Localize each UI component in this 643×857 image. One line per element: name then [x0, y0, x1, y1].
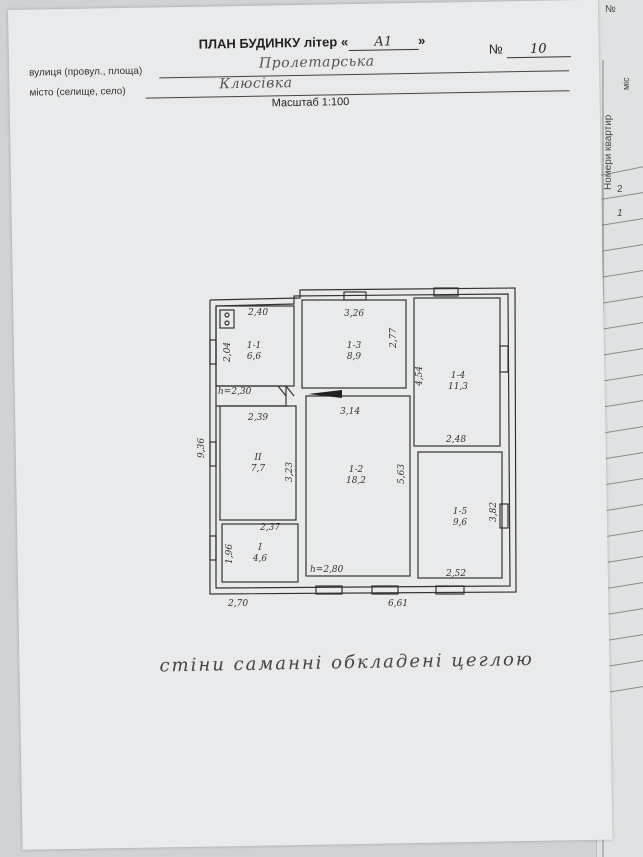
- room-i-area: 4,6: [252, 554, 268, 564]
- page-title: ПЛАН БУДИНКУ літер « А1 »: [198, 33, 425, 54]
- room-1-5-id: 1-5: [453, 507, 468, 517]
- number-field: № 10: [488, 40, 571, 59]
- dimension-label: 2,77: [389, 328, 399, 349]
- window: [209, 535, 217, 561]
- room-1-2-area: 18,2: [346, 476, 366, 486]
- dimension-label: 2,37: [259, 523, 280, 533]
- page-title-text: ПЛАН БУДИНКУ літер «: [198, 34, 349, 52]
- dimension-label: 2,40: [247, 308, 268, 318]
- outer-wall: [209, 287, 517, 595]
- room-ii-area: 7,7: [251, 464, 266, 474]
- liter-value: А1: [373, 34, 393, 50]
- adjacent-sheet-row-1: 2: [617, 184, 623, 195]
- room-1-1-id: 1-1: [247, 341, 262, 351]
- room-1-3-id: 1-3: [347, 341, 362, 351]
- dimension-label: 2,52: [445, 569, 466, 579]
- window: [433, 287, 459, 297]
- floor-plan: 2,40 3,26 2,77 2,04 4,54 h=2,30 3,14 2,3…: [197, 287, 517, 609]
- room-1-4-area: 11,3: [448, 382, 468, 392]
- stove-icon: [219, 309, 235, 329]
- room-1-4-id: 1-4: [451, 371, 466, 381]
- room-ii-id: II: [253, 453, 262, 463]
- city-line: [145, 90, 570, 99]
- window: [209, 339, 217, 365]
- stair-line: [277, 385, 287, 397]
- dimension-label: 3,26: [344, 309, 364, 319]
- dimension-label: 1,96: [225, 544, 235, 564]
- dimension-label: 2,70: [227, 599, 248, 609]
- number-label: №: [488, 41, 503, 57]
- room-1-2-outline: [305, 395, 411, 577]
- window: [315, 585, 343, 595]
- dimension-label: 5,63: [397, 464, 407, 484]
- dimension-label: 2,48: [445, 435, 466, 445]
- street-value: Пролетарська: [258, 53, 375, 72]
- window: [371, 585, 399, 595]
- window: [343, 291, 367, 301]
- room-1-5-area: 9,6: [453, 518, 468, 528]
- city-label: місто (селище, село): [29, 85, 126, 99]
- dimension-label: 3,14: [340, 407, 360, 417]
- window: [499, 503, 509, 529]
- dimension-label: h=2,30: [218, 387, 252, 397]
- dimension-label: h=2,80: [310, 565, 344, 575]
- walls-note: стіни саманні обкладені цеглою: [159, 648, 534, 677]
- adjacent-sheet-row-2: 1: [617, 208, 623, 219]
- room-1-2-id: 1-2: [349, 465, 364, 475]
- stove-burner-icon: [224, 320, 230, 326]
- room-1-3-area: 8,9: [347, 352, 362, 362]
- city-value: Клюсівка: [219, 75, 293, 93]
- scale-label: Масштаб 1:100: [271, 96, 350, 110]
- dimension-label: 2,39: [247, 413, 268, 423]
- outer-wall-inner: [215, 293, 511, 589]
- window: [209, 441, 217, 467]
- dimension-label: 9,36: [197, 438, 207, 458]
- room-i-id: I: [257, 543, 262, 553]
- room-1-1-area: 6,6: [247, 352, 262, 362]
- window: [435, 585, 465, 595]
- street-label: вулиця (провул., площа): [29, 65, 143, 79]
- stair-line: [285, 385, 295, 397]
- page-title-end: »: [417, 32, 426, 48]
- dimension-label: 6,61: [388, 599, 408, 609]
- dimension-label: 3,82: [489, 502, 499, 522]
- window: [499, 345, 509, 373]
- adjacent-sheet-number: №: [605, 4, 616, 15]
- door-swing-marker: [308, 390, 342, 398]
- dimension-label: 4,54: [415, 366, 425, 387]
- number-value: 10: [529, 41, 547, 57]
- room-1-5-outline: [417, 451, 503, 579]
- room-i-outline: [221, 523, 299, 583]
- dimension-label: 3,23: [285, 462, 295, 482]
- dimension-label: 2,04: [223, 342, 233, 363]
- stove-burner-icon: [224, 312, 230, 318]
